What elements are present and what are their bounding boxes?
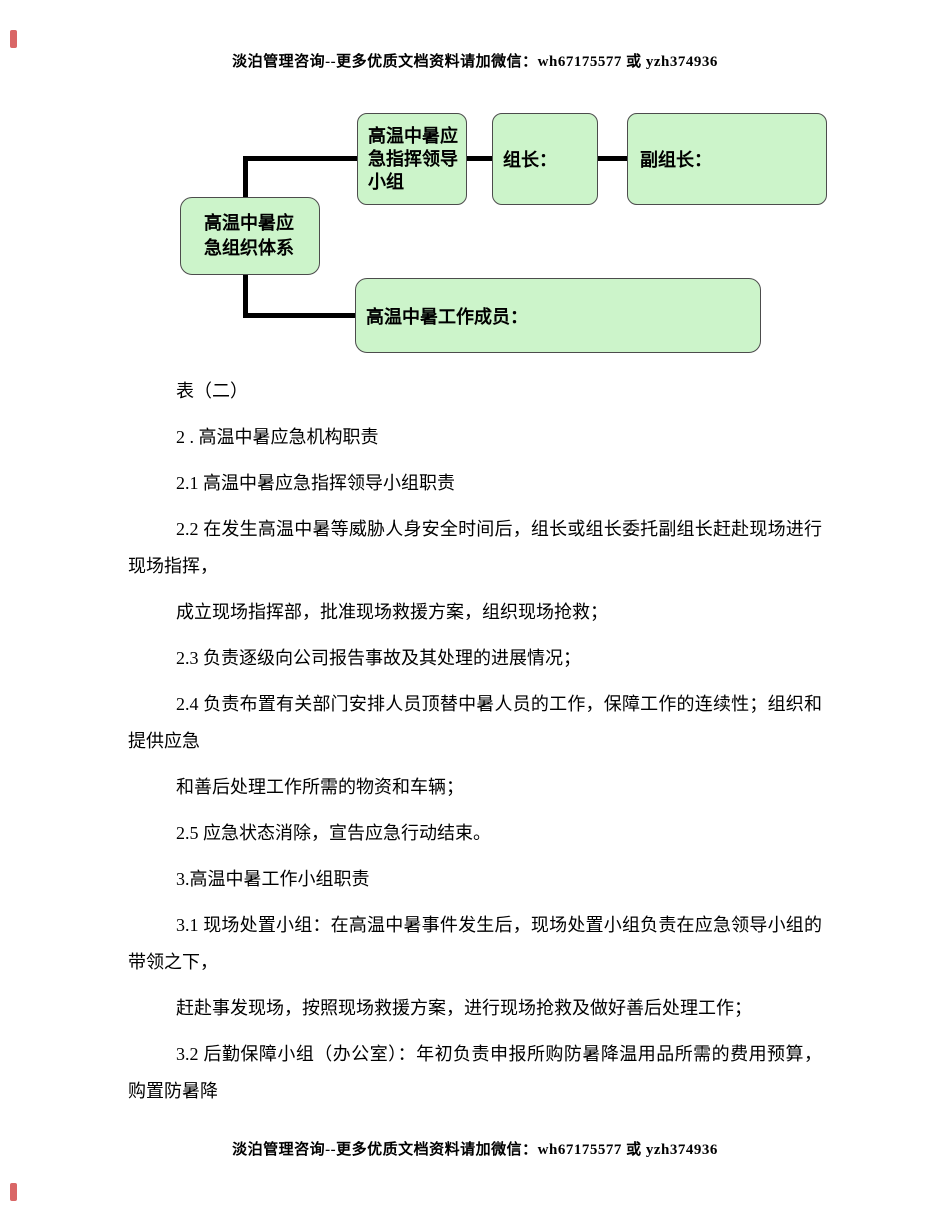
paragraph: 3.高温中暑工作小组职责 — [176, 869, 370, 889]
paragraph: 2.2 在发生高温中暑等威胁人身安全时间后，组长或组长委托副组长赶赴现场进行现场… — [128, 519, 822, 576]
paragraph: 2.3 负责逐级向公司报告事故及其处理的进展情况； — [176, 648, 581, 668]
connector-top-branch — [243, 156, 360, 161]
paragraph: 赶赴事发现场，按照现场救援方案，进行现场抢救及做好善后处理工作； — [176, 998, 752, 1018]
paragraph: 2.4 负责布置有关部门安排人员顶替中暑人员的工作，保障工作的连续性；组织和提供… — [128, 694, 822, 751]
connector-bottom-branch — [243, 313, 358, 318]
leader-group-box: 高温中暑应急指挥领导小组 — [357, 113, 467, 205]
connector-leader-to-deputy — [594, 156, 630, 161]
page-header: 淡泊管理咨询--更多优质文档资料请加微信：wh67175577 或 yzh374… — [232, 54, 718, 70]
page-footer: 淡泊管理咨询--更多优质文档资料请加微信：wh67175577 或 yzh374… — [232, 1142, 718, 1158]
group-leader-box: 组长： — [492, 113, 598, 205]
members-box: 高温中暑工作成员： — [355, 278, 761, 353]
red-corner-mark-bottom — [10, 1183, 17, 1201]
paragraph: 2.1 高温中暑应急指挥领导小组职责 — [176, 473, 455, 493]
paragraph: 3.2 后勤保障小组（办公室）：年初负责申报所购防暑降温用品所需的费用预算，购置… — [128, 1044, 822, 1101]
org-root-box: 高温中暑应急组织体系 — [180, 197, 320, 275]
red-corner-mark-top — [10, 30, 17, 48]
paragraph: 和善后处理工作所需的物资和车辆； — [176, 777, 464, 797]
paragraph: 3.1 现场处置小组：在高温中暑事件发生后，现场处置小组负责在应急领导小组的带领… — [128, 915, 822, 972]
paragraph: 成立现场指挥部，批准现场救援方案，组织现场抢救； — [176, 602, 608, 622]
paragraph: 2 . 高温中暑应急机构职责 — [176, 427, 379, 447]
paragraph: 表（二） — [176, 381, 248, 401]
deputy-leader-box: 副组长： — [627, 113, 827, 205]
paragraph: 2.5 应急状态消除，宣告应急行动结束。 — [176, 823, 491, 843]
org-chart: 高温中暑应急组织体系 高温中暑应急指挥领导小组 组长： 副组长： 高温中暑工作成… — [0, 0, 950, 370]
connector-leadergroup-to-leader — [464, 156, 495, 161]
document-body: 表（二） 2 . 高温中暑应急机构职责 2.1 高温中暑应急指挥领导小组职责 2.2 … — [128, 373, 822, 1119]
